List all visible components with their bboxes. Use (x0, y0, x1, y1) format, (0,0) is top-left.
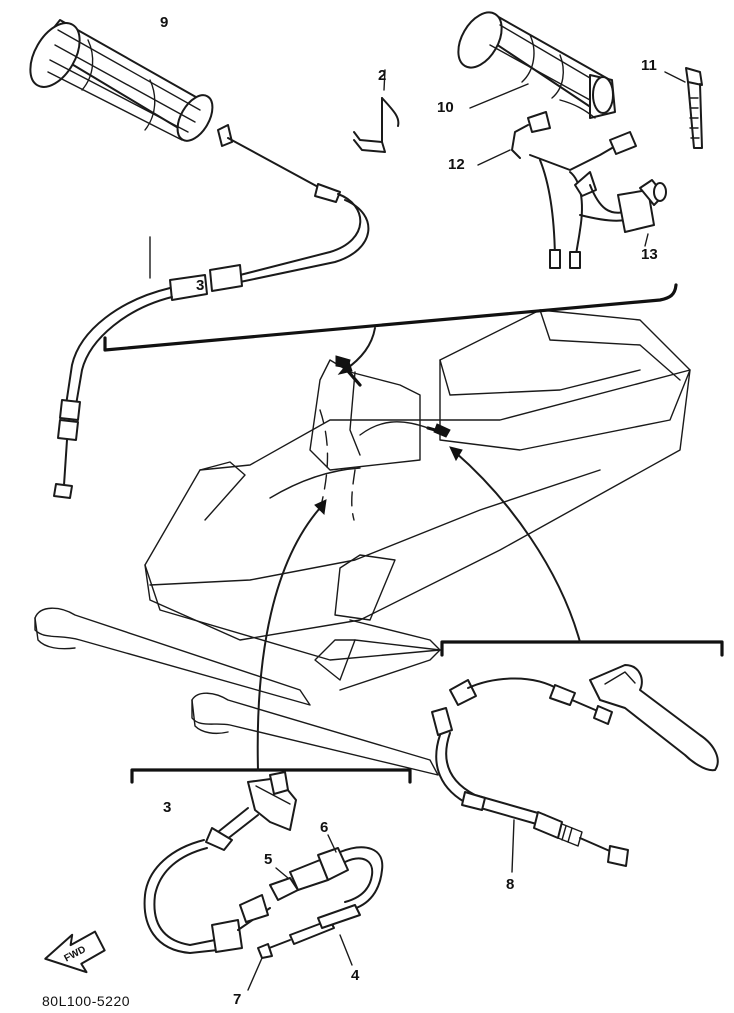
callout-part-8: 8 (506, 876, 514, 893)
part-2-clip (353, 69, 400, 153)
callout-part-9: 9 (160, 14, 168, 31)
group-brackets (103, 283, 724, 784)
callout-part-13: 13 (641, 246, 658, 263)
callout-part-5: 5 (264, 851, 272, 868)
part-11-tie-strap (664, 67, 703, 149)
callout-part-2: 2 (378, 67, 386, 84)
part-12-13-wiring (477, 111, 667, 269)
callout-part-3-upper: 3 (196, 277, 204, 294)
callout-part-11: 11 (641, 57, 657, 74)
callout-part-7: 7 (233, 991, 241, 1008)
part-10-grip (457, 11, 616, 119)
callout-part-10: 10 (437, 99, 454, 116)
part-3-choke-cable (143, 771, 297, 954)
leader-arrows (256, 327, 581, 771)
callout-part-4: 4 (351, 967, 360, 984)
callout-part-3-lower: 3 (163, 799, 171, 816)
fwd-arrow-icon (44, 930, 106, 974)
part-3-throttle-cable (53, 124, 370, 499)
part-8-brake-cable (431, 664, 719, 873)
part-9-grip (29, 19, 214, 142)
callout-part-6: 6 (320, 819, 328, 836)
part-4-5-6-7-choke-parts (247, 834, 384, 991)
diagram-code: 80L100-5220 (42, 993, 130, 1009)
snowmobile-illustration (34, 309, 691, 776)
callout-part-12: 12 (448, 156, 465, 173)
